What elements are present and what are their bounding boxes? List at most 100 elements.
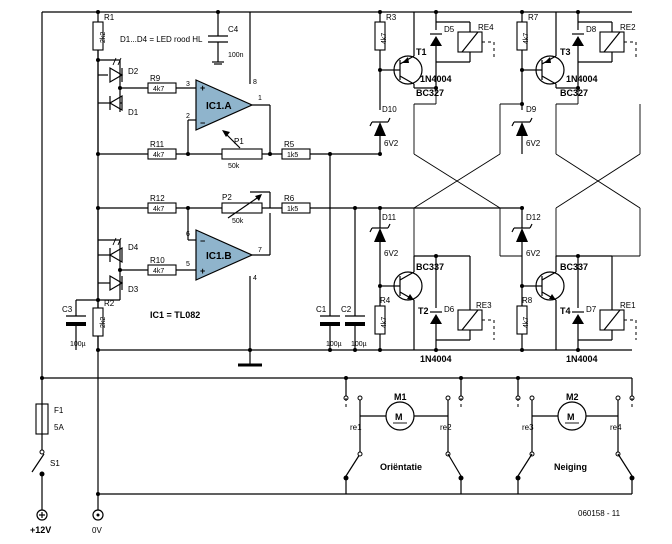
capacitor-c2: C2 100µ xyxy=(341,305,367,350)
f1-value: 5A xyxy=(54,423,64,432)
d10-label: D10 xyxy=(382,105,397,114)
d3-label: D3 xyxy=(128,285,139,294)
diode-d7: D7 1N4004 xyxy=(566,256,598,364)
led-d3: D3 xyxy=(98,274,139,294)
ic1b-pin7: 7 xyxy=(258,247,262,254)
r2-label: R2 xyxy=(104,299,115,308)
r8-label: R8 xyxy=(522,296,533,305)
resistor-r6: R6 1k5 xyxy=(281,194,311,214)
re2s-label: re2 xyxy=(440,423,452,432)
t2-label: T2 xyxy=(418,306,429,316)
r8-value: 4k7 xyxy=(523,317,530,328)
relay-contact-re2: re2 xyxy=(440,395,464,432)
re4s-label: re4 xyxy=(610,423,622,432)
ic1a-pin8: 8 xyxy=(253,79,257,86)
r1-label: R1 xyxy=(104,13,115,22)
led-note: D1...D4 = LED rood HL xyxy=(120,35,203,44)
d7-type: 1N4004 xyxy=(566,354,598,364)
t2-type: BC337 xyxy=(416,262,444,272)
r11-value: 4k7 xyxy=(153,152,164,159)
c3-value: 100µ xyxy=(70,341,86,348)
relay-re1: RE1 xyxy=(599,256,636,340)
d2-label: D2 xyxy=(128,67,139,76)
d12-label: D12 xyxy=(526,213,541,222)
relay-re2: RE2 xyxy=(599,22,636,62)
m2-symbol: M xyxy=(567,412,575,422)
capacitor-c4: C4 100n xyxy=(208,12,244,65)
m2-label: M2 xyxy=(566,392,579,402)
p1-value: 50k xyxy=(228,163,240,170)
d11-label: D11 xyxy=(382,213,397,222)
opamp-ic1a: IC1.A + − 3 2 8 1 xyxy=(186,12,262,131)
relay-contact-re3: re3 xyxy=(515,395,535,432)
transistor-t4: BC337 T4 xyxy=(535,262,588,316)
r7-label: R7 xyxy=(528,13,539,22)
r10-value: 4k7 xyxy=(153,268,164,275)
r7-value: 4k7 xyxy=(523,33,530,44)
d5-type: 1N4004 xyxy=(420,74,452,84)
diode-d5: D5 1N4004 xyxy=(420,12,455,88)
d5-label: D5 xyxy=(444,25,455,34)
resistor-r1: R1 2k2 xyxy=(92,13,115,51)
r4-label: R4 xyxy=(380,296,391,305)
d6-type: 1N4004 xyxy=(420,354,452,364)
transistor-t1: T1 BC327 xyxy=(393,47,444,98)
d6-label: D6 xyxy=(444,305,455,314)
potentiometer-p1: P1 50k xyxy=(221,130,263,170)
relay-contact-re4: re4 xyxy=(610,395,635,432)
d11-value: 6V2 xyxy=(384,249,399,258)
led-d1: D1 xyxy=(98,94,139,117)
capacitor-c1: C1 100µ xyxy=(316,305,342,350)
r12-value: 4k7 xyxy=(153,206,164,213)
resistor-r10: R10 4k7 xyxy=(147,256,177,276)
zener-d10: D10 6V2 xyxy=(369,105,399,148)
ic1b-plus: + xyxy=(200,266,205,276)
resistor-r5: R5 1k5 xyxy=(281,140,311,160)
relay-re3: RE3 xyxy=(457,256,492,340)
r9-value: 4k7 xyxy=(153,86,164,93)
r11-label: R11 xyxy=(150,140,165,149)
d1-label: D1 xyxy=(128,108,139,117)
r2-value: 2k2 xyxy=(100,317,107,328)
ic1a-pin3: 3 xyxy=(186,81,190,88)
r5-value: 1k5 xyxy=(287,152,298,159)
zero-label: 0V xyxy=(92,526,102,535)
resistor-r4: R4 4k7 xyxy=(374,296,391,335)
t4-label: T4 xyxy=(560,306,571,316)
relay-re4: RE4 xyxy=(457,22,494,62)
t1-type: BC327 xyxy=(416,88,444,98)
ic1a-minus: − xyxy=(200,118,205,128)
diode-d6: D6 1N4004 xyxy=(420,256,455,364)
terminal-plus12v: +12V xyxy=(30,509,51,535)
t3-label: T3 xyxy=(560,47,571,57)
fuse-f1: F1 5A xyxy=(35,403,64,435)
resistor-r2: R2 2k2 xyxy=(92,299,115,337)
neiging-label: Neiging xyxy=(554,462,587,472)
m1-label: M1 xyxy=(394,392,407,402)
transistor-t2: BC337 T2 xyxy=(393,262,444,316)
motor-m1: M M1 xyxy=(385,392,415,431)
ic1b-pin6: 6 xyxy=(186,231,190,238)
c3-label: C3 xyxy=(62,305,73,314)
c4-label: C4 xyxy=(228,25,239,34)
d9-value: 6V2 xyxy=(526,139,541,148)
potentiometer-p2: P2 50k xyxy=(221,193,263,225)
ic1a-label: IC1.A xyxy=(206,101,232,112)
t4-type: BC337 xyxy=(560,262,588,272)
resistor-r3: R3 4k7 xyxy=(374,13,397,51)
re2-label: RE2 xyxy=(620,23,636,32)
ic1b-pin5: 5 xyxy=(186,261,190,268)
d9-label: D9 xyxy=(526,105,537,114)
resistor-r8: R8 4k7 xyxy=(516,296,533,335)
c4-value: 100n xyxy=(228,52,244,59)
orient-label: Oriëntatie xyxy=(380,462,422,472)
r3-label: R3 xyxy=(386,13,397,22)
r1-value: 2k2 xyxy=(100,32,107,43)
transistor-t3: T3 BC327 xyxy=(535,47,588,98)
capacitor-c3: C3 100µ xyxy=(62,300,86,350)
r12-label: R12 xyxy=(150,194,165,203)
d12-value: 6V2 xyxy=(526,249,541,258)
c1-value: 100µ xyxy=(326,341,342,348)
